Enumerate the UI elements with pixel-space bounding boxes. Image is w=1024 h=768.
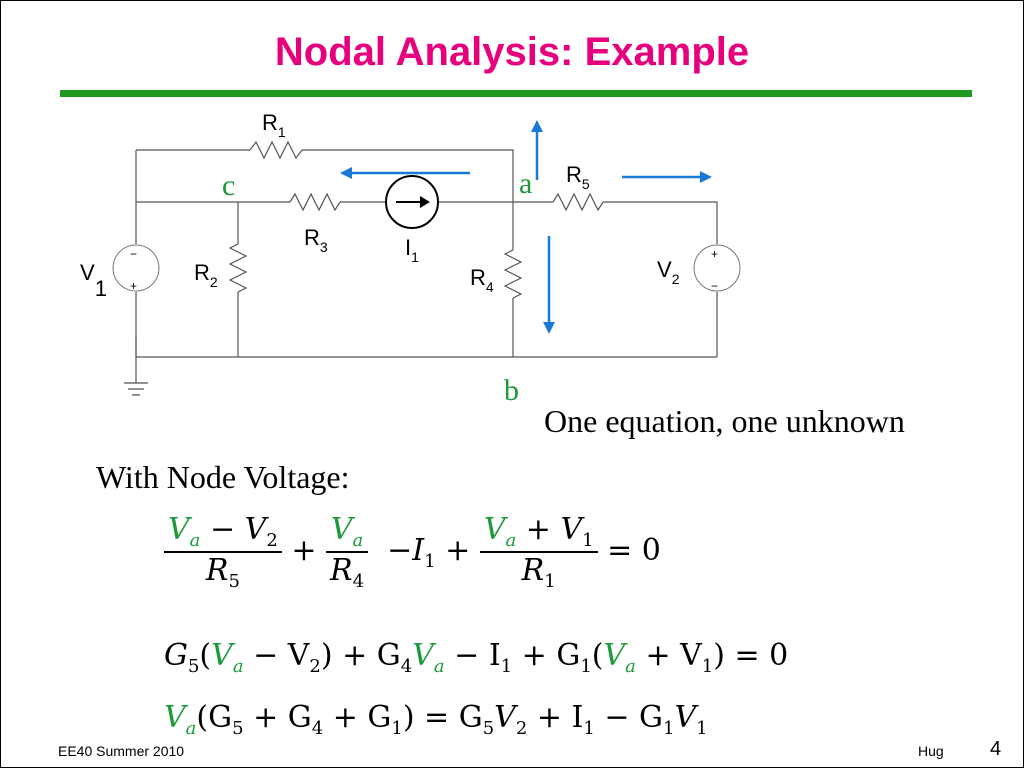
resistor-r4 — [503, 249, 523, 299]
title-underline — [60, 90, 972, 97]
v2-plus: + — [711, 247, 718, 261]
source-v2 — [693, 244, 741, 292]
ground-symbol — [124, 335, 148, 396]
slide-title: Nodal Analysis: Example — [274, 30, 750, 74]
node-label-b: b — [504, 374, 519, 407]
resistor-r5 — [552, 192, 604, 212]
page-number: 4 — [990, 738, 1002, 760]
label-r1: R1 — [262, 110, 286, 140]
equation-2: G5(Va − V2) + G4Va − I1 + G1(Va + V1) = … — [164, 638, 789, 677]
fraction-term-2: Va R4 — [326, 512, 369, 592]
node-label-c: c — [222, 169, 235, 202]
footer-author: Hug — [918, 743, 944, 759]
resistor-r3 — [289, 192, 341, 212]
arrowhead-up — [531, 120, 543, 132]
label-r5: R5 — [566, 162, 590, 192]
source-v1 — [112, 244, 160, 292]
resistor-r1 — [249, 140, 303, 160]
label-v1: V1 — [80, 260, 107, 301]
node-label-a: a — [519, 167, 532, 200]
v1-plus: + — [130, 279, 137, 293]
footer-course: EE40 Summer 2010 — [58, 743, 185, 759]
equation-3: Va(G5 + G4 + G1) = G5V2 + I1 − G1V1 — [164, 700, 708, 739]
subheading: With Node Voltage: — [96, 459, 350, 495]
equation-1: Va − V2 R5 + Va R4 −I1 + Va + V1 R1 = 0 — [164, 512, 661, 592]
fraction-term-1: Va − V2 R5 — [164, 512, 282, 592]
resistor-r2 — [228, 243, 248, 293]
arrowhead-right — [700, 171, 712, 183]
circuit-diagram: − + + − R1 R3 I1 R2 R4 R5 V1 V2 c a b — [80, 110, 741, 407]
v1-minus: − — [130, 247, 137, 261]
arrow-right-icon — [420, 196, 430, 208]
note-text: One equation, one unknown — [544, 403, 905, 439]
label-r2: R2 — [194, 260, 218, 290]
label-r4: R4 — [470, 265, 494, 295]
v2-minus: − — [711, 279, 718, 293]
arrowhead-left — [340, 167, 352, 179]
fraction-term-3: Va + V1 R1 — [479, 512, 598, 592]
label-r3: R3 — [304, 225, 328, 255]
label-i1: I1 — [405, 235, 419, 265]
arrowhead-down — [543, 322, 555, 334]
label-v2: V2 — [657, 257, 680, 287]
